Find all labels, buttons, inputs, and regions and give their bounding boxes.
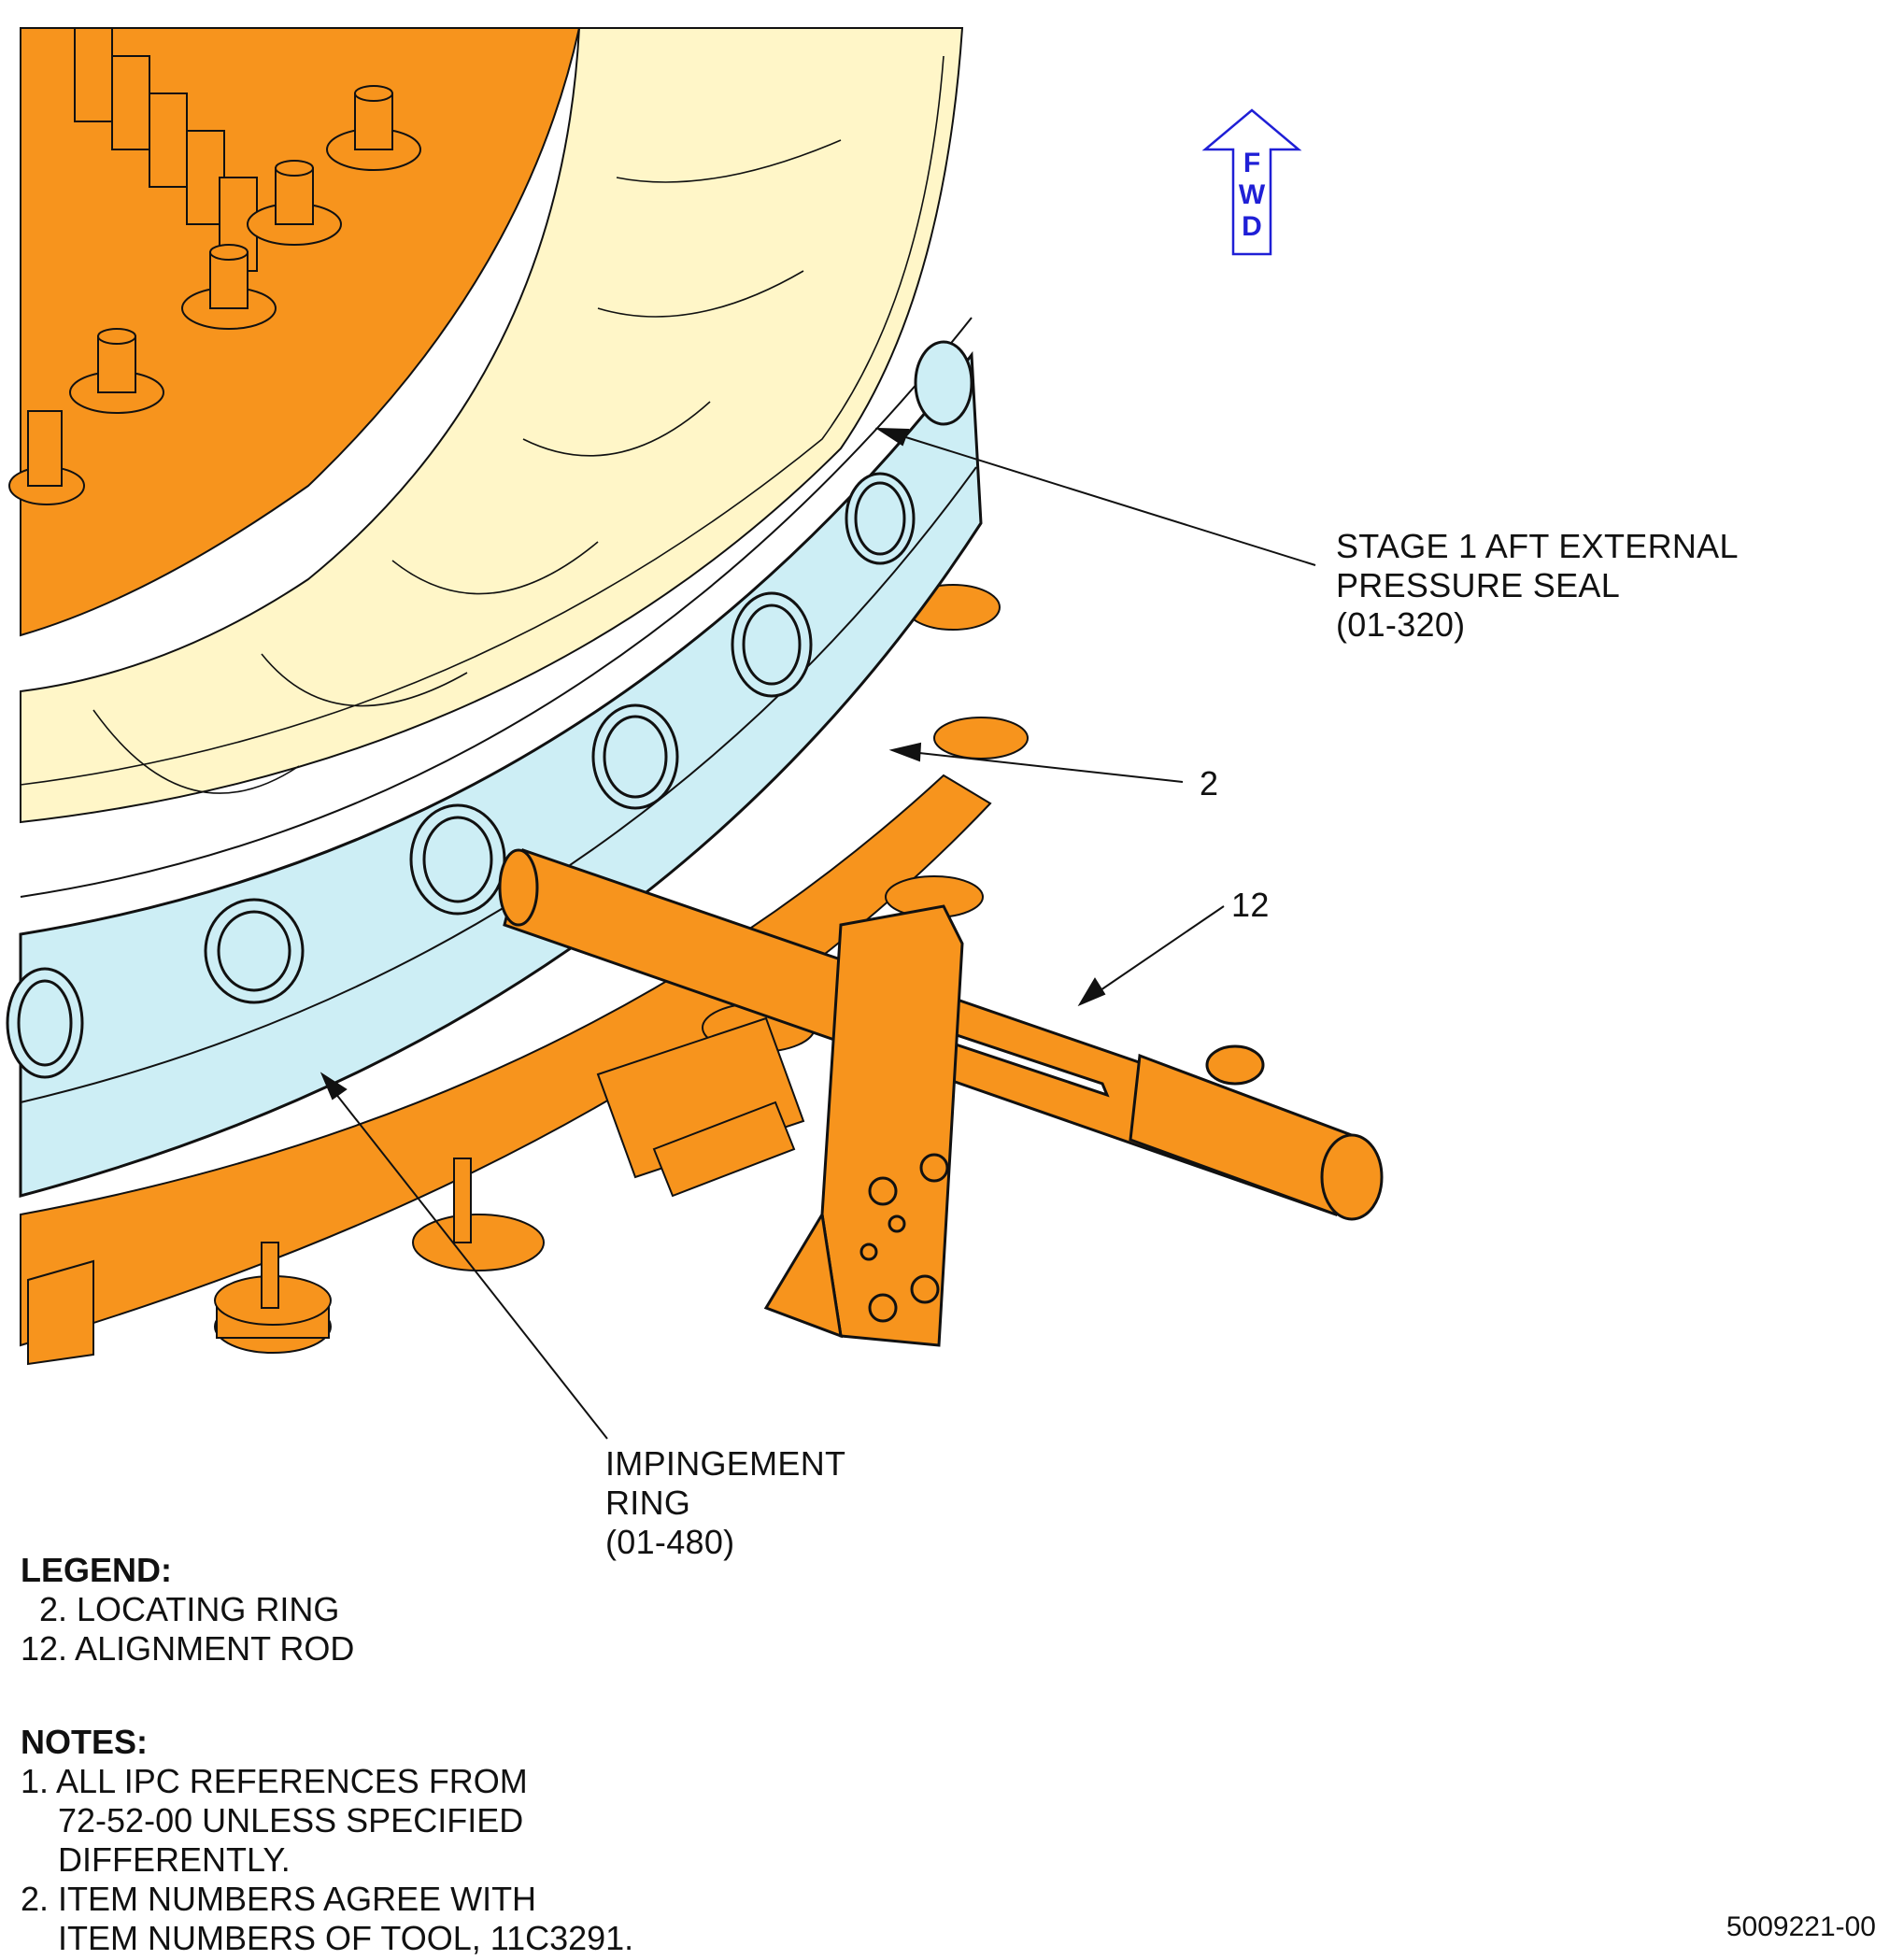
- fwd-indicator: F W D: [1233, 148, 1271, 243]
- liner-panel-lines: [20, 55, 944, 794]
- callout-item-12: 12: [1231, 886, 1270, 924]
- callout-line: (01-480): [605, 1523, 735, 1561]
- fwd-arrow-outline: [1201, 108, 1302, 256]
- ring-ports: [6, 340, 973, 1079]
- callout-line: IMPINGEMENT: [605, 1444, 846, 1483]
- callout-stage1-seal: STAGE 1 AFT EXTERNAL PRESSURE SEAL (01-3…: [1336, 527, 1739, 645]
- callout-line: RING: [605, 1484, 691, 1522]
- legend: LEGEND: 2. LOCATING RING 12. ALIGNMENT R…: [21, 1551, 354, 1669]
- callout-impingement-ring: IMPINGEMENT RING (01-480): [605, 1444, 845, 1562]
- fixture-blocks: [20, 27, 581, 637]
- callout-line: PRESSURE SEAL: [1336, 566, 1621, 604]
- notes-title: NOTES:: [21, 1723, 149, 1761]
- fixture-base-ring: [20, 774, 992, 1347]
- note-2-line: ITEM NUMBERS OF TOOL, 11C3291.: [58, 1919, 634, 1957]
- document-number: 5009221-00: [1726, 1911, 1876, 1942]
- fwd-letter: D: [1242, 211, 1262, 242]
- legend-title: LEGEND:: [21, 1551, 172, 1589]
- fwd-letter: F: [1243, 148, 1261, 178]
- ring-upper-band: [20, 317, 973, 898]
- note-1-line: DIFFERENTLY.: [58, 1840, 291, 1879]
- leader-lines: [320, 427, 1316, 1440]
- notes: NOTES: 1. ALL IPC REFERENCES FROM 72-52-…: [21, 1723, 633, 1958]
- callout-item-2: 2: [1200, 764, 1219, 802]
- fixture-posts: [8, 85, 421, 505]
- note-1-line: 1. ALL IPC REFERENCES FROM: [21, 1762, 528, 1800]
- combustor-liner: [20, 27, 964, 824]
- callout-line: STAGE 1 AFT EXTERNAL: [1336, 527, 1739, 565]
- support-pedestals: [214, 584, 1029, 1354]
- callout-line: (01-320): [1336, 605, 1466, 644]
- note-2-line: 2. ITEM NUMBERS AGREE WITH: [21, 1880, 537, 1918]
- legend-item: 12. ALIGNMENT ROD: [21, 1629, 355, 1668]
- rod-bracket: [763, 904, 964, 1347]
- note-1-line: 72-52-00 UNLESS SPECIFIED: [58, 1801, 524, 1839]
- legend-item: 2. LOCATING RING: [21, 1590, 340, 1628]
- clamp-brackets: [27, 1016, 805, 1366]
- fwd-letter: W: [1238, 179, 1266, 210]
